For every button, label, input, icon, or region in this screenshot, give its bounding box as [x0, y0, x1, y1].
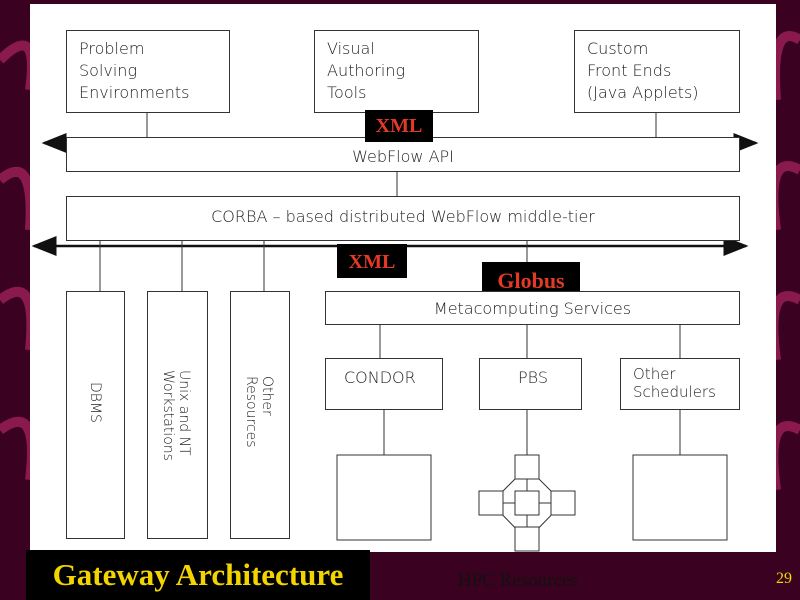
dbms-box: DBMS [66, 291, 125, 539]
xml-label-bottom: XML [337, 244, 407, 278]
middle-tier-bar: CORBA – based distributed WebFlow middle… [66, 196, 740, 241]
other-resources-label: Other Resources [243, 376, 275, 448]
page-number: 29 [776, 570, 792, 587]
hpc-resource-other [632, 454, 728, 541]
metacomputing-label: Metacomputing Services [433, 299, 632, 318]
hpc-resource-condor [336, 454, 432, 541]
unix-nt-box: Unix and NT Workstations [147, 291, 208, 539]
unix-nt-label: Unix and NT Workstations [160, 370, 192, 461]
other-schedulers-box: Other Schedulers [620, 358, 740, 410]
metacomputing-services-bar: Metacomputing Services [325, 291, 740, 325]
other-resources-box: Other Resources [230, 291, 290, 539]
slide-title: Gateway Architecture [26, 550, 370, 600]
hpc-cluster-pbs [478, 454, 576, 552]
middle-tier-label: CORBA – based distributed WebFlow middle… [211, 207, 595, 226]
xml-label-top: XML [365, 110, 433, 142]
dbms-label: DBMS [87, 382, 103, 423]
custom-front-ends-box: Custom Front Ends (Java Applets) [574, 30, 740, 113]
hpc-resources-label: HPC Resources [458, 570, 578, 591]
webflow-api-label: WebFlow API [352, 147, 454, 166]
condor-box: CONDOR [325, 358, 443, 410]
visual-authoring-box: Visual Authoring Tools [314, 30, 479, 113]
webflow-api-bar: WebFlow API [66, 137, 740, 172]
problem-solving-box: Problem Solving Environments [66, 30, 230, 113]
pbs-box: PBS [479, 358, 582, 410]
